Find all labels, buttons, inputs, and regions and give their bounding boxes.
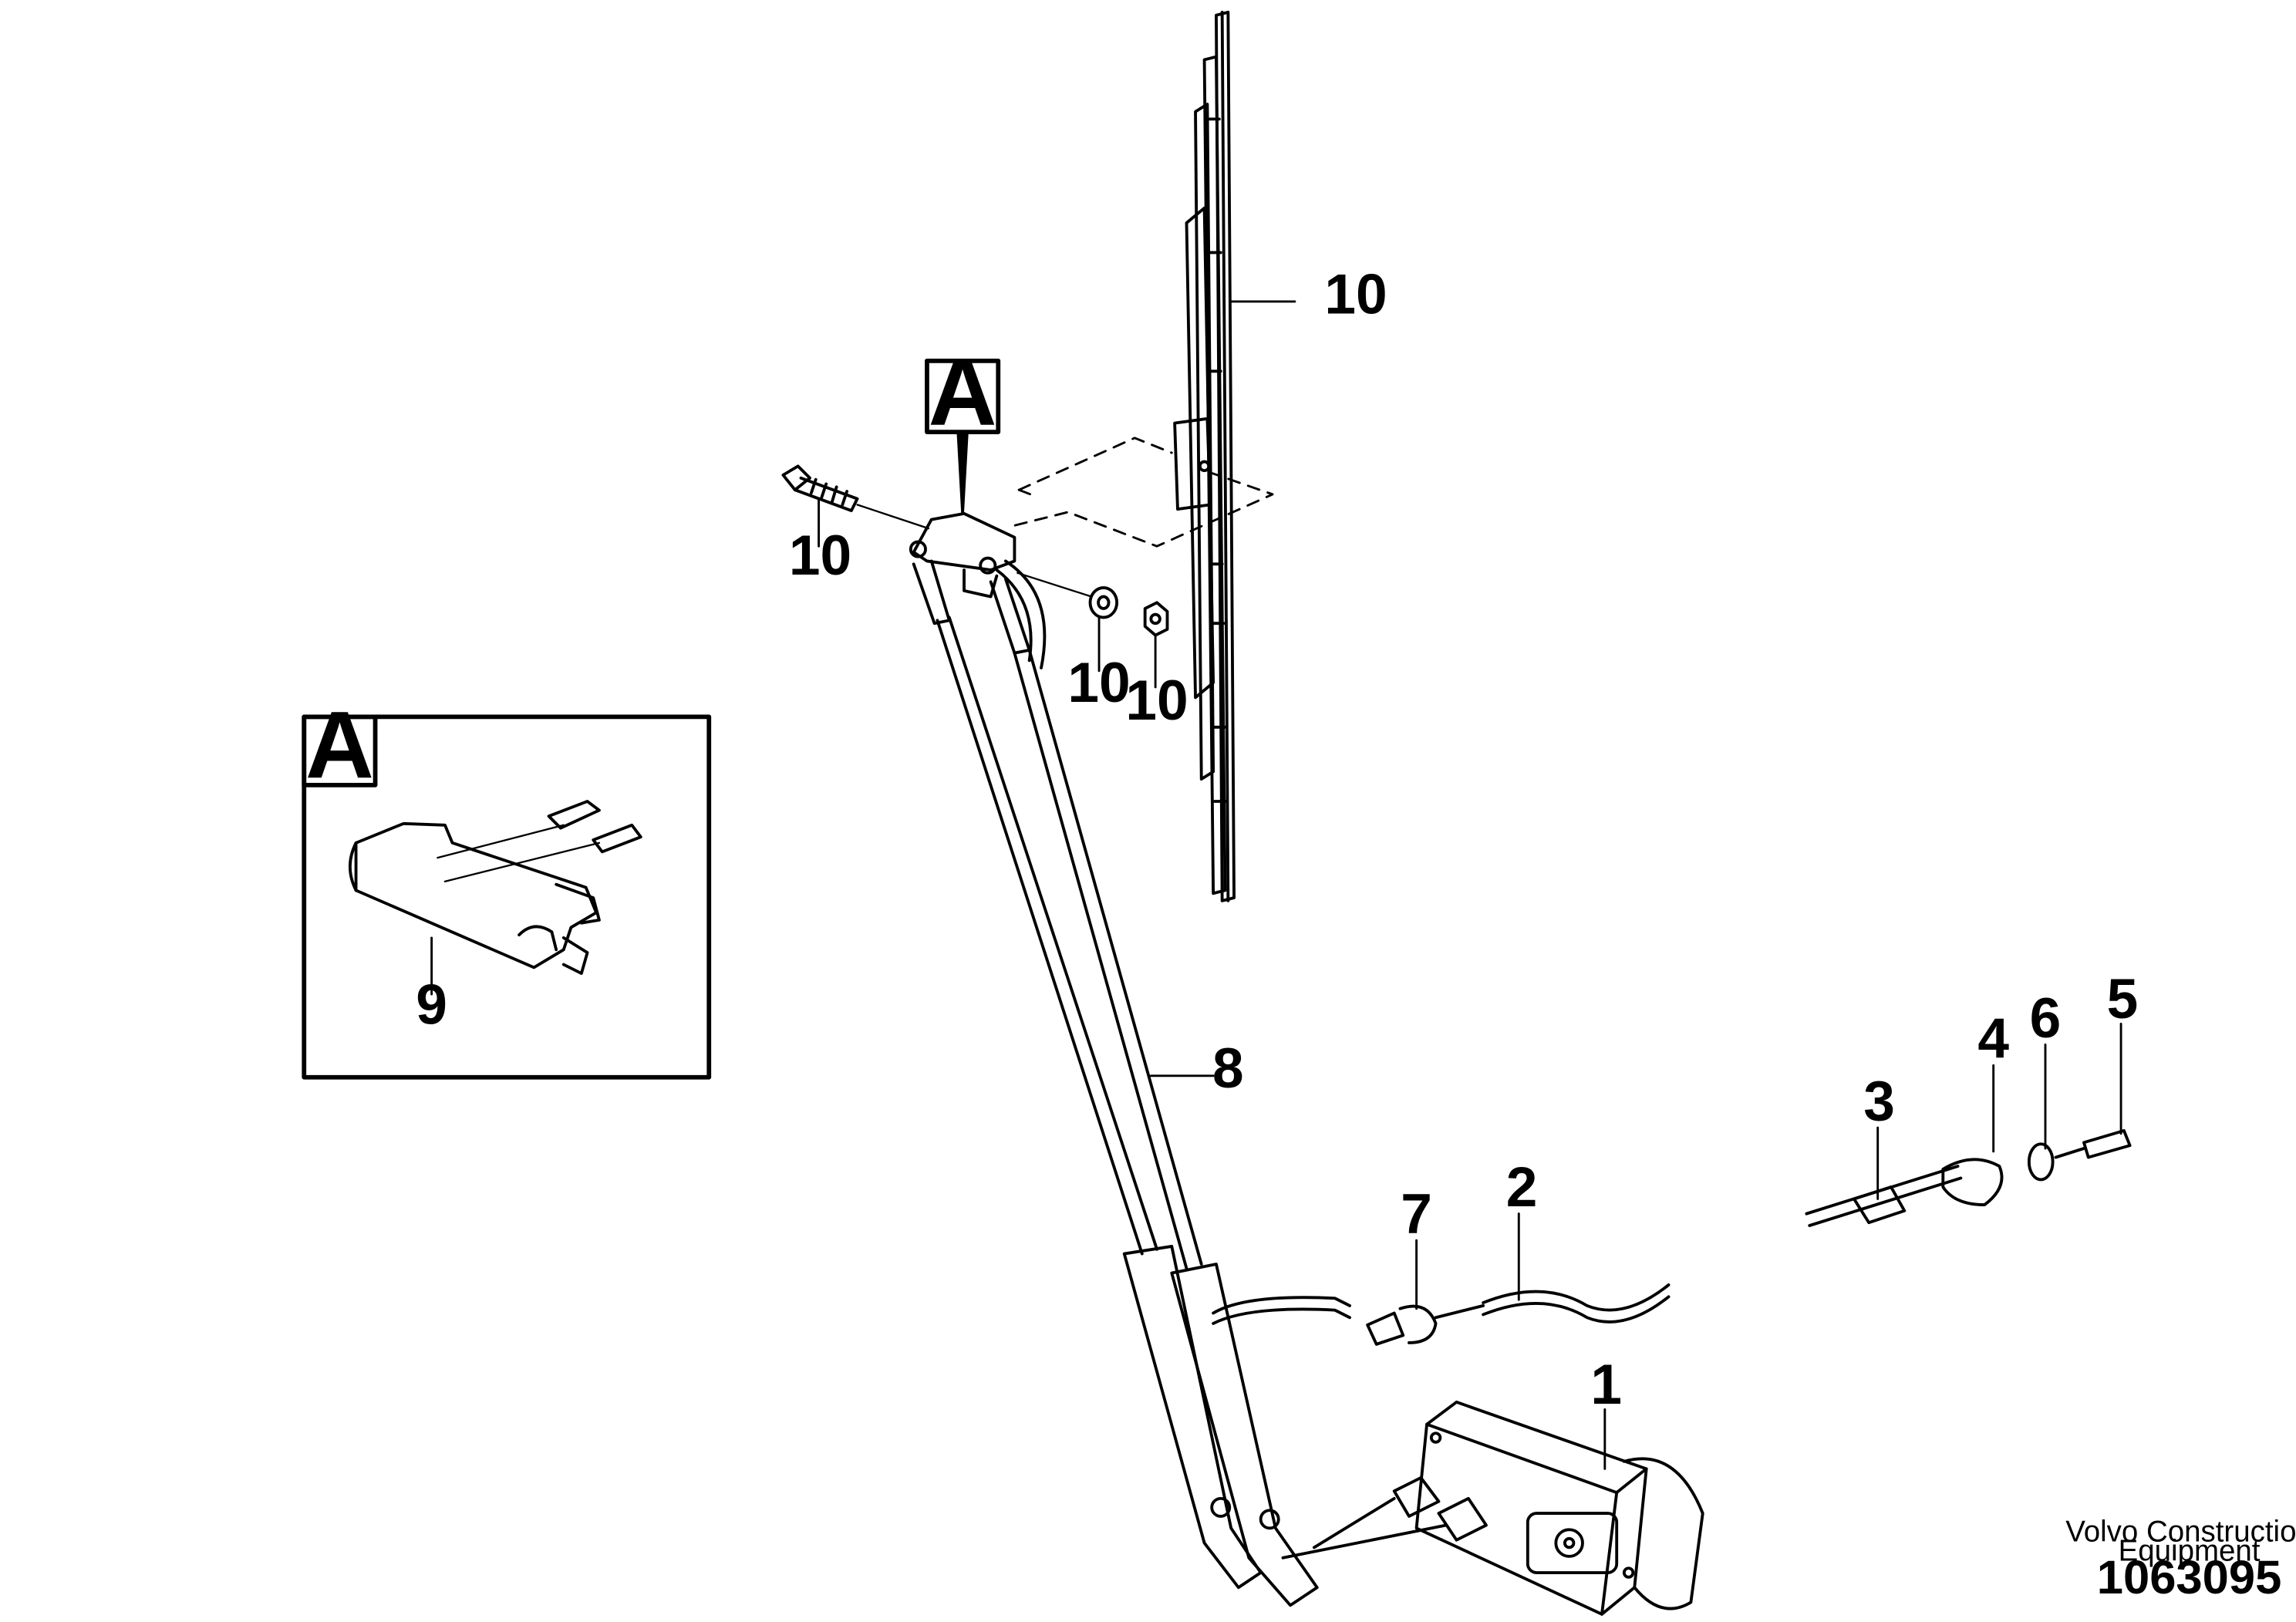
callout-10-nut: 10	[1125, 669, 1188, 732]
callout-1: 1	[1590, 1354, 1622, 1416]
callout-8: 8	[1212, 1037, 1244, 1100]
credit-line-2: Equipment	[2119, 1535, 2261, 1568]
detail-a-tag	[302, 714, 378, 787]
washer-hose	[1212, 1283, 1671, 1325]
wiper-blade	[1173, 10, 1236, 902]
nozzle-assembly	[1805, 1129, 2132, 1227]
fastener-axis-line	[1017, 572, 1093, 598]
blade-mount-dashed-lines	[1007, 437, 1274, 548]
nut	[1143, 601, 1169, 637]
hose-connector	[1366, 1303, 1485, 1346]
detail-a-frame	[302, 714, 712, 1080]
callout-2: 2	[1506, 1156, 1538, 1219]
detail-a-box-label: A	[305, 693, 374, 798]
callout-10-blade: 10	[1324, 263, 1387, 325]
credit-line-1: Volvo Construction	[2065, 1516, 2296, 1549]
wiper-arm	[909, 511, 1319, 1607]
callout-7: 7	[1401, 1183, 1432, 1246]
figure-number: 1063095	[2097, 1551, 2282, 1604]
callout-10-washer: 10	[1067, 652, 1130, 714]
leader-lines	[430, 300, 2122, 1470]
callout-5: 5	[2107, 968, 2139, 1030]
bolt-axis-line	[856, 504, 930, 530]
wiper-motor	[1281, 1400, 1704, 1616]
bolt	[781, 464, 859, 512]
callout-3: 3	[1863, 1070, 1895, 1132]
detail-a-label: A	[929, 340, 997, 446]
detail-a-pointer	[956, 430, 969, 514]
callout-6: 6	[2030, 987, 2062, 1050]
washer	[1088, 586, 1119, 619]
nozzle-detail	[349, 800, 642, 976]
callout-4: 4	[1977, 1008, 2009, 1071]
callout-9: 9	[416, 973, 447, 1036]
callout-10-bolt: 10	[789, 524, 851, 587]
